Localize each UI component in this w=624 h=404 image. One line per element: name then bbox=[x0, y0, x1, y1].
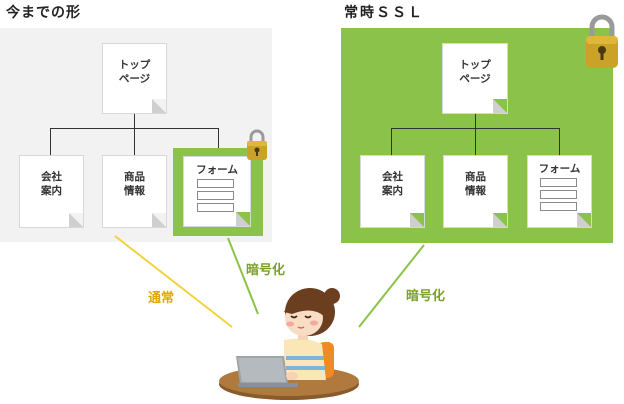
left-tree-line bbox=[134, 128, 135, 156]
left-title: 今までの形 bbox=[6, 5, 81, 21]
form-field bbox=[540, 178, 577, 187]
right-page-product: 商品 情報 bbox=[444, 156, 507, 227]
left-page-company-label: 会社 案内 bbox=[41, 171, 62, 197]
padlock-icon bbox=[586, 14, 618, 68]
form-field bbox=[540, 190, 577, 199]
normal-label: 通常 bbox=[148, 291, 175, 306]
left-page-company: 会社 案内 bbox=[20, 156, 83, 227]
left-tree-line bbox=[218, 128, 219, 148]
page-fold bbox=[493, 99, 507, 113]
encrypt-label-right: 暗号化 bbox=[406, 289, 446, 304]
page-fold bbox=[410, 213, 424, 227]
right-title: 常時ＳＳＬ bbox=[344, 5, 424, 21]
encrypt-label-left: 暗号化 bbox=[246, 263, 286, 278]
form-field bbox=[197, 179, 234, 188]
left-form-secure-area: フォーム bbox=[173, 148, 263, 236]
left-page-form-label: フォーム bbox=[196, 164, 238, 176]
encrypted-connection-line bbox=[358, 244, 425, 328]
page-fold bbox=[493, 213, 507, 227]
left-page-product: 商品 情報 bbox=[103, 156, 166, 227]
right-page-company-label: 会社 案内 bbox=[382, 171, 403, 197]
left-page-form: フォーム bbox=[184, 157, 250, 226]
left-page-product-label: 商品 情報 bbox=[124, 171, 145, 197]
page-fold bbox=[152, 213, 166, 227]
right-panel: トップ ページ 会社 案内 商品 情報 フォーム bbox=[341, 28, 613, 243]
left-top-page-label: トップ ページ bbox=[118, 59, 151, 85]
right-top-page: トップ ページ bbox=[443, 44, 507, 113]
encrypted-connection-line bbox=[227, 237, 259, 315]
right-page-form: フォーム bbox=[528, 156, 591, 227]
left-tree-line bbox=[50, 128, 51, 156]
right-top-page-label: トップ ページ bbox=[459, 59, 491, 85]
right-tree-line bbox=[559, 128, 560, 156]
right-tree-line bbox=[391, 128, 392, 156]
padlock-icon bbox=[247, 129, 267, 160]
right-tree-line bbox=[475, 128, 476, 156]
page-fold bbox=[152, 99, 166, 113]
page-fold bbox=[69, 213, 83, 227]
form-field bbox=[197, 203, 234, 212]
page-fold bbox=[236, 212, 250, 226]
form-field bbox=[197, 191, 234, 200]
right-tree-line bbox=[475, 112, 476, 129]
right-page-company: 会社 案内 bbox=[361, 156, 424, 227]
form-field bbox=[540, 202, 577, 211]
left-top-page: トップ ページ bbox=[103, 44, 166, 113]
left-tree-line bbox=[134, 112, 135, 129]
right-page-form-label: フォーム bbox=[538, 163, 581, 175]
user-with-laptop-illustration bbox=[219, 288, 359, 400]
page-fold bbox=[577, 213, 591, 227]
right-page-product-label: 商品 情報 bbox=[465, 171, 486, 197]
normal-connection-line bbox=[114, 235, 233, 328]
